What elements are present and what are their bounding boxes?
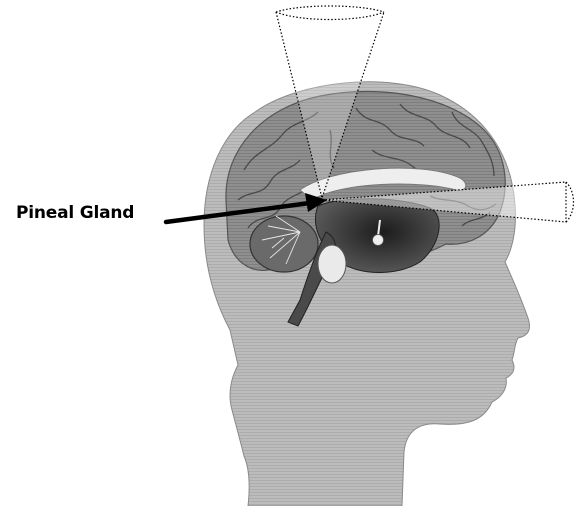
pons bbox=[318, 245, 346, 283]
cerebellum bbox=[250, 216, 318, 272]
pituitary-gland bbox=[373, 235, 384, 246]
pineal-gland-label: Pineal Gland bbox=[16, 203, 134, 223]
